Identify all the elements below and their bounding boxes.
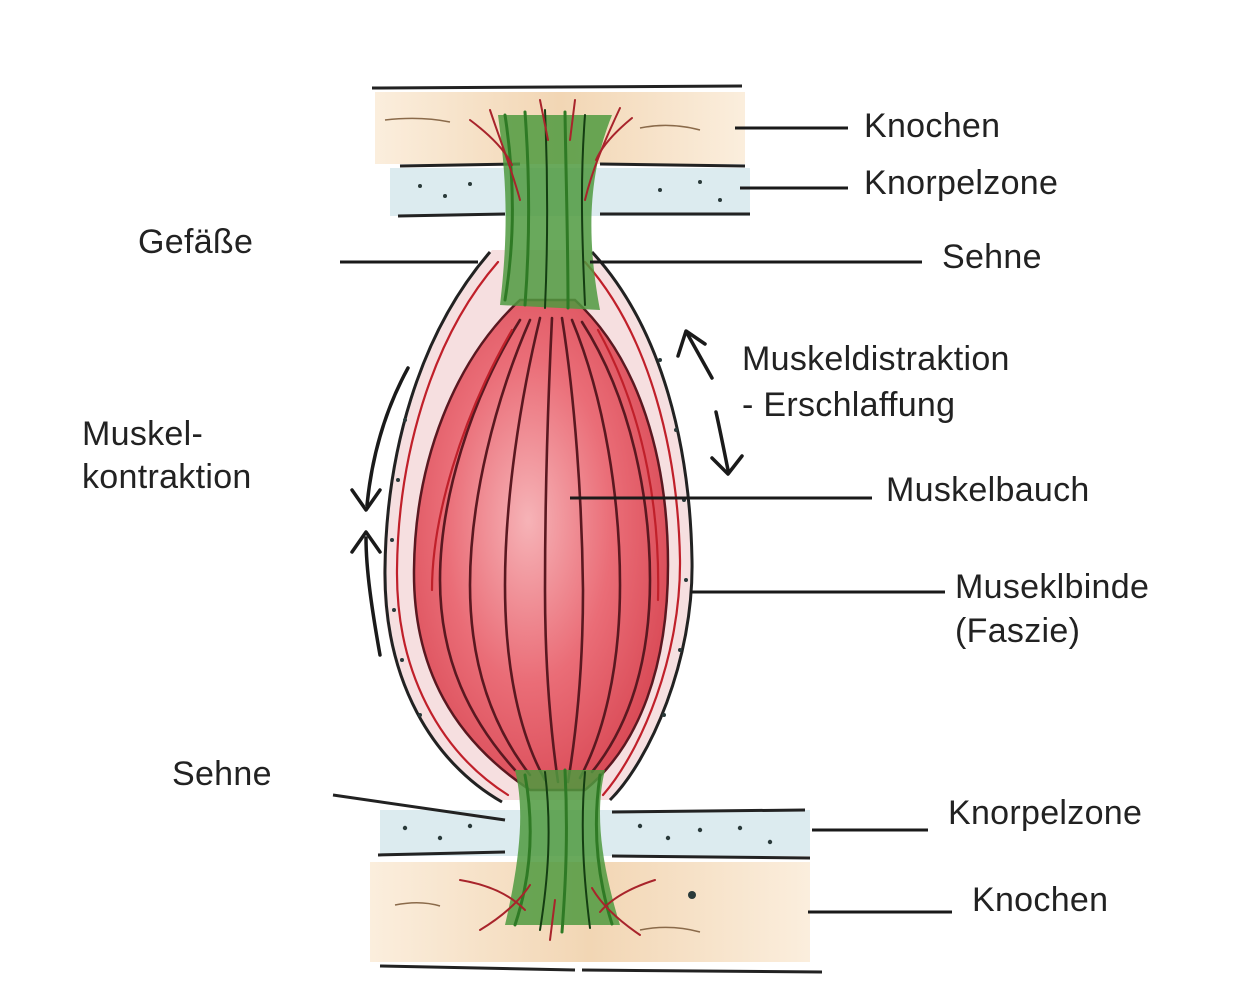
- distraction-arrow-up: [686, 333, 714, 380]
- label-distraktion-line1: Muskeldistraktion: [742, 340, 1010, 378]
- label-knorpelzone-top: Knorpelzone: [864, 164, 1058, 202]
- label-knorpelzone-bottom: Knorpelzone: [948, 794, 1142, 832]
- contraction-arrow-down: [365, 366, 410, 507]
- label-knochen-top: Knochen: [864, 107, 1000, 145]
- cartilage-top-dots: [418, 180, 722, 202]
- label-muskelbinde-line2: (Faszie): [955, 612, 1080, 650]
- label-muskelbinde-line1: Museklbinde: [955, 568, 1149, 606]
- label-sehne-bottom: Sehne: [172, 755, 272, 793]
- label-kontraktion-line1: Muskel-: [82, 415, 203, 453]
- contraction-arrow-up: [364, 536, 382, 657]
- arrow-head-down-icon: [350, 488, 382, 512]
- leader-lines: [340, 126, 952, 914]
- arrow-head-up-icon: [350, 530, 382, 554]
- label-gefaesse: Gefäße: [138, 223, 253, 261]
- label-kontraktion-line2: kontraktion: [82, 458, 252, 496]
- cartilage-bottom-dots: [402, 823, 773, 845]
- label-muskelbauch: Muskelbauch: [886, 471, 1090, 509]
- distraction-arrows: [676, 329, 744, 476]
- labels: Knochen Knorpelzone Gefäße Sehne Muskeld…: [82, 107, 1149, 919]
- arrow-head-down-right-icon: [710, 454, 744, 476]
- tendon-bottom: [459, 768, 656, 941]
- muscle-belly: [412, 298, 670, 792]
- contraction-arrows: [350, 366, 410, 657]
- muscle-fibres: [430, 316, 660, 784]
- label-distraktion-line2: - Erschlaffung: [742, 386, 955, 424]
- arrow-head-up-right-icon: [676, 329, 707, 358]
- distraction-arrow-down: [714, 410, 730, 472]
- fascia-dots: [390, 358, 688, 717]
- label-sehne-top: Sehne: [942, 238, 1042, 276]
- tendon-top: [469, 99, 633, 310]
- label-knochen-bottom: Knochen: [972, 881, 1108, 919]
